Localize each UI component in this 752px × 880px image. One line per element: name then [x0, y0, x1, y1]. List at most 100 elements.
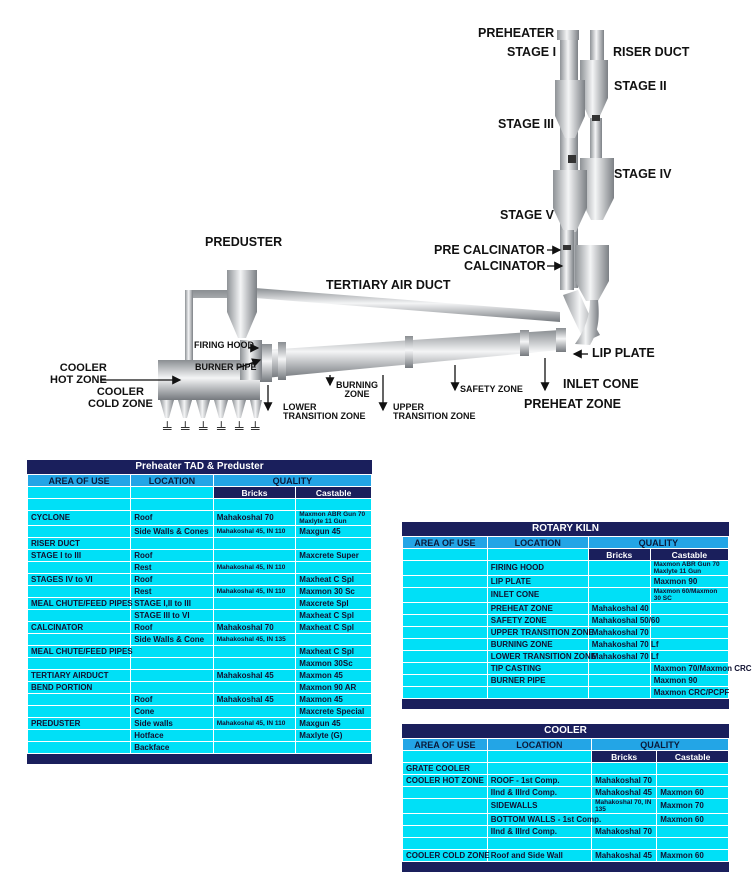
- table-cell: [402, 798, 488, 814]
- column-header: QUALITY: [587, 536, 730, 549]
- table-cell: [587, 674, 651, 687]
- table-cell: [486, 837, 593, 850]
- table-cell: [402, 825, 488, 838]
- table-cell: Mahakoshal 70: [587, 626, 651, 639]
- label-stage-1: STAGE I: [507, 45, 557, 59]
- blank-cell: [486, 750, 593, 763]
- table-cell: Maxmon 45: [295, 669, 372, 682]
- table-cell: [402, 626, 488, 639]
- plant-schematic: ╧ ╧ ╧ ╧ ╧ ╧: [100, 30, 614, 435]
- table-cell: TERTIARY AIRDUCT: [26, 669, 132, 682]
- table-cell: [402, 650, 488, 663]
- table-cell: [295, 561, 372, 574]
- table-cell: [26, 633, 132, 646]
- svg-text:╧: ╧: [198, 421, 208, 435]
- table-cell: Maxmon 45: [295, 693, 372, 706]
- table-cell: [486, 686, 589, 699]
- table-cell: TIP CASTING: [486, 662, 589, 675]
- table-cell: Side Walls & Cones: [130, 525, 214, 538]
- table-cell: Mahakoshal 70, IN 135: [591, 798, 658, 814]
- table-cell: [212, 498, 297, 511]
- table-cell: Maxmon 60: [656, 813, 729, 826]
- table-footer-bar: [27, 754, 372, 764]
- table-title: Preheater TAD & Preduster: [27, 460, 372, 475]
- table-cell: [587, 686, 651, 699]
- table-row: [402, 837, 729, 850]
- table-cell: [402, 587, 488, 603]
- process-diagram: ╧ ╧ ╧ ╧ ╧ ╧ PREHEATER STAGE I RISER DUCT…: [50, 26, 689, 435]
- sub-header: Castable: [649, 548, 730, 561]
- sub-header: Bricks: [591, 750, 658, 763]
- table-cell: BEND PORTION: [26, 681, 132, 694]
- table-cell: [295, 498, 372, 511]
- table-cell: MEAL CHUTE/FEED PIPES: [26, 597, 133, 610]
- table-cell: [26, 693, 132, 706]
- table-cell: STAGE I to III: [26, 549, 132, 562]
- table-cell: [402, 686, 488, 699]
- table-cell: Mahakoshal 45: [591, 849, 658, 862]
- preheater-tower: [553, 30, 614, 345]
- blank-cell: [402, 750, 488, 763]
- table-cell: [656, 825, 729, 838]
- table-row: Maxmon CRC/PCPF: [402, 686, 729, 699]
- table-cell: Maxmon 90 AR: [295, 681, 372, 694]
- table-cell: [26, 705, 132, 718]
- table-cell: Maxlyte (G): [295, 729, 372, 742]
- table-cell: [295, 741, 372, 754]
- table-cell: IInd & IIIrd Comp.: [486, 786, 593, 799]
- table-cell: STAGE I,II to III: [130, 597, 214, 610]
- table-cell: [212, 681, 297, 694]
- sub-header: Bricks: [212, 486, 297, 499]
- table-cell: [649, 626, 730, 639]
- table-cell: [402, 575, 488, 588]
- table-row: RISER DUCT: [26, 537, 372, 550]
- sub-header: Bricks: [587, 548, 651, 561]
- table-cell: [212, 645, 297, 658]
- table-cell: Mahakoshal 45: [212, 693, 297, 706]
- table-cell: LIP PLATE: [486, 575, 589, 588]
- table-cell: Roof: [130, 549, 214, 562]
- table-cell: RISER DUCT: [26, 537, 132, 550]
- table-cell: CYCLONE: [26, 510, 132, 526]
- table-title: COOLER: [402, 724, 729, 739]
- table-cell: [591, 813, 658, 826]
- table-cell: Roof and Side Wall: [486, 849, 593, 862]
- label-firing-hood: FIRING HOOD: [194, 340, 254, 350]
- table-cell: [130, 669, 214, 682]
- label-stage-2: STAGE II: [614, 79, 667, 93]
- column-header: AREA OF USE: [26, 474, 132, 487]
- blank-cell: [402, 548, 488, 561]
- table-row: Maxmon 30Sc: [26, 657, 372, 670]
- table-cell: [26, 657, 132, 670]
- label-inlet-cone: INLET CONE: [563, 377, 639, 391]
- table-footer-bar: [402, 699, 729, 709]
- table-cell: [212, 657, 297, 670]
- table-cell: [295, 537, 372, 550]
- table-cell: [649, 638, 730, 651]
- table-cell: [26, 585, 132, 598]
- table-cell: [130, 498, 214, 511]
- table-cell: Rest: [130, 585, 214, 598]
- clinker-cooler: ╧ ╧ ╧ ╧ ╧ ╧: [158, 340, 262, 435]
- label-cooler-hot-zone: COOLER HOT ZONE: [50, 362, 107, 386]
- table-cell: Mahakoshal 70: [591, 774, 658, 787]
- table-cell: [212, 597, 297, 610]
- label-stage-5: STAGE V: [500, 208, 554, 222]
- table-cell: Maxmon ABR Gun 70 Maxlyte 11 Gun: [649, 560, 730, 576]
- table-row: IInd & IIIrd Comp.Mahakoshal 70: [402, 825, 729, 838]
- table-cell: [402, 614, 488, 627]
- table-cell: BURNING ZONE: [486, 638, 589, 651]
